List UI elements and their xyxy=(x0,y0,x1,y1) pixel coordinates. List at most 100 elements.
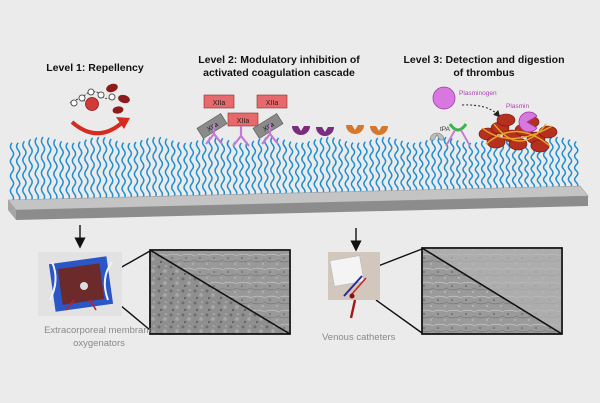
polymer-chain xyxy=(170,140,176,199)
sem-image-ecmo xyxy=(149,249,291,335)
red-blood-cell xyxy=(106,83,118,93)
polymer-chain xyxy=(34,137,40,202)
svg-text:XIIa: XIIa xyxy=(213,100,226,107)
polymer-chain xyxy=(480,140,486,191)
polymer-chain xyxy=(183,142,188,199)
polymer-chain xyxy=(394,138,399,194)
polymer-chain xyxy=(152,136,157,199)
polymer-chain xyxy=(449,137,455,192)
polymer-chain xyxy=(369,139,374,194)
polymer-brush-layer xyxy=(9,136,579,203)
polymer-chain xyxy=(59,140,64,202)
polymer-chain xyxy=(276,137,281,196)
level-2-title-line1: Level 2: Modulatory inhibition of xyxy=(198,54,360,66)
polymer-chain xyxy=(270,136,275,196)
xiia-box: XIIa xyxy=(203,94,235,109)
polymer-chain xyxy=(288,141,294,196)
polymer-chain xyxy=(177,141,182,199)
polymer-chain xyxy=(307,140,312,196)
level-3-title-line1: Level 3: Detection and digestion xyxy=(403,54,565,66)
green-receptor xyxy=(448,123,468,132)
polymer-chain xyxy=(90,137,95,201)
polymer-chain xyxy=(567,139,573,189)
polymer-chain xyxy=(251,140,257,197)
polymer-chain xyxy=(356,142,362,194)
polymer-chain xyxy=(102,136,108,201)
repel-arrow xyxy=(70,119,126,136)
inhibitor-y-shape xyxy=(261,124,279,145)
svg-text:XIIa: XIIa xyxy=(237,118,250,125)
protein-sphere xyxy=(85,97,99,111)
polymer-chain xyxy=(350,142,356,195)
purple-inhibitor xyxy=(292,126,310,135)
polymer-chain xyxy=(363,141,368,194)
ecmo-caption-line2: oxygenators xyxy=(73,338,125,349)
polymer-chain xyxy=(65,142,71,201)
tpa-enzyme xyxy=(429,132,445,141)
polymer-chain xyxy=(462,141,467,192)
level-3-title: Level 3: Detection and digestion of thro… xyxy=(392,54,576,80)
polymer-chain xyxy=(195,140,201,198)
polymer-chain xyxy=(573,141,579,189)
polymer-chain xyxy=(158,136,164,199)
plasmin-pacman xyxy=(518,111,538,133)
polymer-chain xyxy=(431,137,436,193)
polymer-chain xyxy=(46,137,52,202)
inhibitor-y-shape xyxy=(232,126,250,147)
polymer-chain xyxy=(53,138,58,202)
plasmin-label: Plasmin xyxy=(506,103,530,110)
sem-image-catheter xyxy=(421,247,563,335)
polymer-chain xyxy=(96,136,102,201)
polymer-chain xyxy=(239,142,244,197)
repellency-illustration xyxy=(69,83,130,136)
polymer-chain xyxy=(40,136,46,202)
polymer-chain xyxy=(245,142,250,197)
plasminogen-circle xyxy=(432,86,456,110)
polymer-chain xyxy=(214,136,219,198)
polymer-chain xyxy=(226,139,232,198)
level-1-title: Level 1: Repellency xyxy=(46,62,144,74)
polymer-chain xyxy=(201,138,207,198)
polymer-chain xyxy=(325,136,331,195)
catheter-caption: Venous catheters xyxy=(322,332,396,343)
polymer-chain xyxy=(387,136,393,194)
ecmo-photo xyxy=(38,252,122,316)
polymer-chain xyxy=(505,137,511,191)
coagulation-inhibition-illustration: XIIa XIIa XIIa XIIa XIIa xyxy=(196,94,388,147)
polymer-chain xyxy=(332,137,337,195)
plasminogen-label: Plasminogen xyxy=(459,90,497,97)
polymer-chain xyxy=(146,137,151,200)
svg-text:XIIa: XIIa xyxy=(266,100,279,107)
polymer-chain xyxy=(28,138,33,202)
polymer-chain xyxy=(555,136,560,190)
polymer-chain xyxy=(313,138,319,196)
ecmo-caption-line1: Extracorporeal membrane xyxy=(44,325,154,336)
thrombus-digestion-illustration: Plasminogen Plasmin tPA xyxy=(429,86,558,153)
purple-inhibitor xyxy=(316,127,334,136)
polymer-chain xyxy=(84,139,89,201)
polymer-chain xyxy=(77,141,83,201)
polymer-chain xyxy=(115,140,120,200)
fibrin-strand xyxy=(481,125,553,140)
substrate xyxy=(7,185,589,220)
clot-cell xyxy=(496,113,516,127)
fibrin-strand xyxy=(493,123,547,142)
polymer-chain xyxy=(294,142,300,196)
polymer-chain xyxy=(189,141,195,199)
polymer-chain xyxy=(468,142,474,192)
polymer-chain xyxy=(456,139,461,192)
level-2-title-line2: activated coagulation cascade xyxy=(203,67,355,79)
tpa-label: tPA xyxy=(440,126,451,133)
polymer-chain xyxy=(549,136,554,190)
polymer-chain xyxy=(263,137,269,197)
polymer-chain xyxy=(164,138,170,199)
polymer-chain xyxy=(108,138,114,200)
polymer-chain xyxy=(282,139,288,196)
level-2-title: Level 2: Modulatory inhibition of activa… xyxy=(176,54,382,80)
polymer-chain xyxy=(437,136,443,192)
polymer-chain xyxy=(15,142,21,203)
conversion-arrow xyxy=(461,104,501,118)
polymer-chain xyxy=(220,137,226,198)
polymer-chain xyxy=(232,141,238,197)
